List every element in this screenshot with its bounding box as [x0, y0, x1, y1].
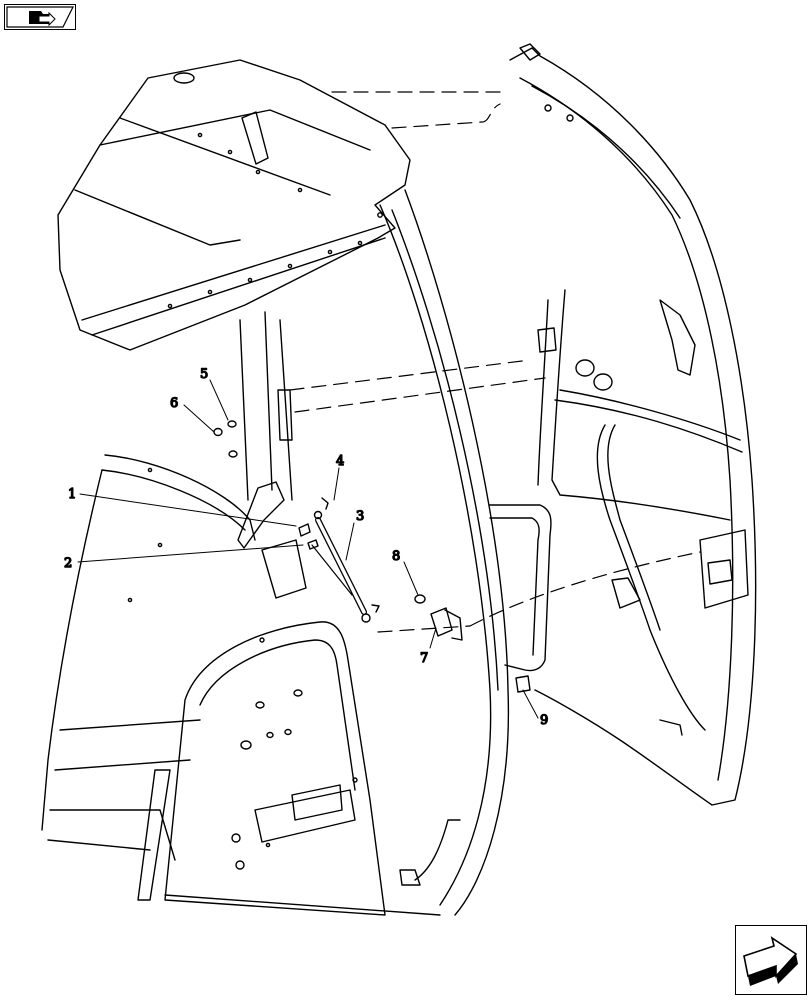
callout-7: 7: [420, 651, 428, 666]
callout-3: 3: [356, 509, 364, 524]
next-page-button[interactable]: [735, 925, 807, 995]
door-handle-inner: [659, 299, 696, 376]
callout-2: 2: [64, 556, 72, 571]
rear-pillar: [239, 311, 293, 501]
hinge-parts: [414, 594, 531, 693]
callout-9: 9: [540, 713, 548, 728]
front-pillar: [379, 189, 510, 916]
callout-6: 6: [170, 396, 178, 411]
roof-handle: [241, 111, 269, 165]
callout-8: 8: [392, 549, 400, 564]
alignment-lines: [289, 91, 701, 633]
callout-4: 4: [336, 454, 344, 469]
callout-leaders: [77, 379, 539, 719]
prev-page-button[interactable]: [4, 4, 76, 30]
door-lock: [699, 529, 749, 609]
cab-roof: [57, 59, 411, 351]
cab-body: [41, 454, 441, 916]
cab-door: [509, 43, 757, 806]
grab-handle: [489, 504, 552, 672]
gas-strut-assembly: [237, 481, 380, 623]
callout-5: 5: [200, 367, 208, 382]
side-console: [137, 621, 461, 916]
screw-and-washer: [213, 420, 238, 458]
callout-1: 1: [68, 487, 76, 502]
folder-arrow-icon: [6, 6, 74, 28]
next-page-arrow-icon: [743, 936, 798, 986]
